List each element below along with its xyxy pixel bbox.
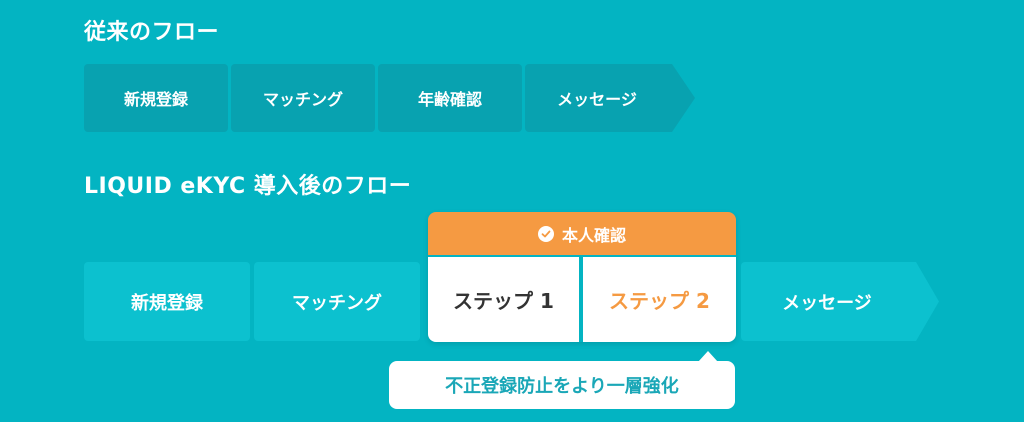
new-step-matching: マッチング [254, 262, 420, 341]
new-step-register: 新規登録 [84, 262, 250, 341]
new-step-message: メッセージ [741, 262, 939, 341]
old-step-message-label: メッセージ [557, 90, 637, 109]
verification-step-2: ステップ 2 [583, 257, 736, 342]
old-step-matching: マッチング [231, 64, 375, 132]
callout-pointer [698, 351, 718, 362]
check-circle-icon [537, 225, 554, 242]
old-step-age-check: 年齢確認 [378, 64, 522, 132]
arrow-head-icon [912, 262, 939, 341]
new-step-message-label: メッセージ [782, 292, 872, 314]
arrow-head-icon [668, 64, 695, 132]
old-flow-title: 従来のフロー [84, 20, 220, 45]
verification-step-1: ステップ 1 [428, 257, 579, 342]
callout-bubble: 不正登録防止をより一層強化 [389, 361, 735, 409]
identity-verification-header: 本人確認 [428, 212, 736, 255]
identity-verification-label: 本人確認 [561, 225, 626, 245]
identity-verification-box: 本人確認 ステップ 1 ステップ 2 [428, 212, 736, 342]
old-step-message: メッセージ [525, 64, 695, 132]
new-flow-title: LIQUID eKYC 導入後のフロー [84, 174, 412, 199]
old-step-register: 新規登録 [84, 64, 228, 132]
